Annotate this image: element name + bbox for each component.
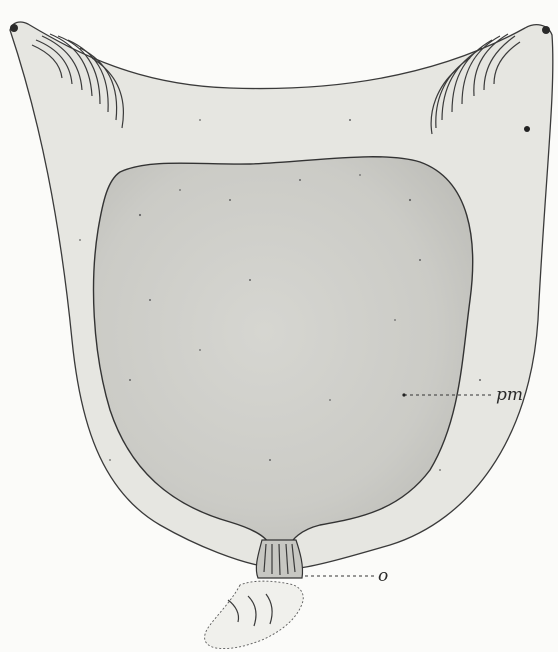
o-label: o <box>378 566 388 586</box>
pm-label: pm <box>496 385 523 405</box>
attached-tissue <box>205 581 304 648</box>
pm-leader-dot <box>402 393 405 396</box>
right-spot <box>524 126 530 132</box>
left-horn-tip <box>10 24 18 32</box>
right-horn-tip <box>542 26 550 34</box>
